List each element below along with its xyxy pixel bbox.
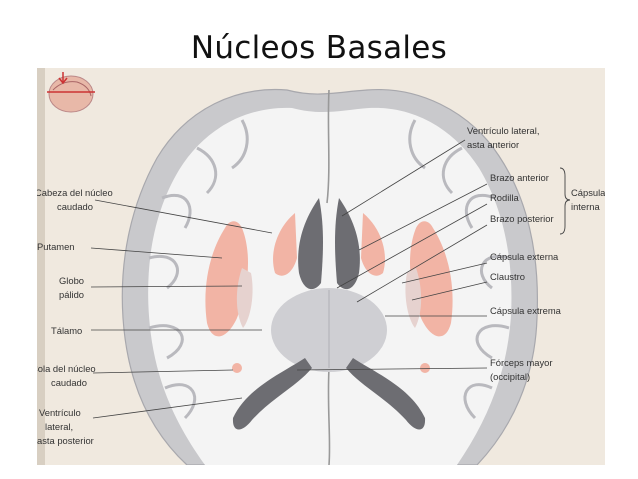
leader-lines-left (90, 199, 273, 419)
caudate-tail-left (232, 363, 242, 373)
globus-pallidus-left (236, 268, 253, 328)
label-cola-nucleo-caudado-2: caudado (51, 377, 87, 388)
label-ventriculo-lateral-3: asta posterior (37, 435, 94, 446)
brain-diagram-svg: Cabeza del núcleo caudado Putamen Globo … (37, 68, 605, 465)
gyri-folds-left (148, 119, 249, 420)
label-cabeza-nucleo-caudado-1: Cabeza del núcleo (37, 187, 113, 198)
label-ventriculo-lateral-2: lateral, (45, 421, 73, 432)
label-capsula-interna-1: Cápsula (571, 187, 605, 198)
label-forceps-mayor-1: Fórceps mayor (490, 357, 553, 368)
label-globo-palido-1: Globo (59, 275, 84, 286)
label-cabeza-nucleo-caudado-2: caudado (57, 201, 93, 212)
caudate-head-right (361, 213, 385, 276)
label-globo-palido-2: pálido (59, 289, 84, 300)
label-brazo-posterior: Brazo posterior (490, 213, 554, 224)
slide-title: Núcleos Basales (190, 30, 448, 66)
label-ventriculo-lateral-asta-anterior-1: Ventrículo lateral, (467, 125, 539, 136)
longitudinal-fissure (326, 89, 331, 465)
label-forceps-mayor-2: (occipital) (490, 371, 530, 382)
orientation-thumbnail-icon (47, 72, 95, 113)
page-gutter (37, 68, 45, 465)
brain-axial-section-figure: Cabeza del núcleo caudado Putamen Globo … (37, 68, 605, 465)
caudate-tail-right (420, 363, 430, 373)
label-talamo: Tálamo (51, 325, 82, 336)
caudate-head-left (273, 213, 297, 276)
label-claustro: Claustro (490, 271, 525, 282)
lateral-ventricle-anterior-horn-left (298, 198, 323, 290)
label-brazo-anterior: Brazo anterior (490, 172, 549, 183)
white-matter (148, 107, 512, 465)
label-putamen: Putamen (37, 241, 75, 252)
label-capsula-extrema: Cápsula extrema (490, 305, 562, 316)
lateral-ventricle-anterior-horn-right (335, 198, 360, 290)
label-rodilla: Rodilla (490, 192, 519, 203)
gyri-folds-right (408, 119, 510, 420)
lateral-ventricle-posterior-horn-right (346, 358, 426, 430)
leader-lines-right (296, 139, 488, 371)
label-ventriculo-lateral-1: Ventrículo (39, 407, 81, 418)
globus-pallidus-right (405, 268, 422, 328)
label-cola-nucleo-caudado-1: Cola del núcleo (37, 363, 96, 374)
capsula-interna-brace (559, 167, 571, 235)
lateral-ventricle-posterior-horn-left (232, 358, 312, 430)
label-capsula-interna-2: interna (571, 201, 600, 212)
label-capsula-externa: Cápsula externa (490, 251, 559, 262)
label-ventriculo-lateral-asta-anterior-2: asta anterior (467, 139, 519, 150)
